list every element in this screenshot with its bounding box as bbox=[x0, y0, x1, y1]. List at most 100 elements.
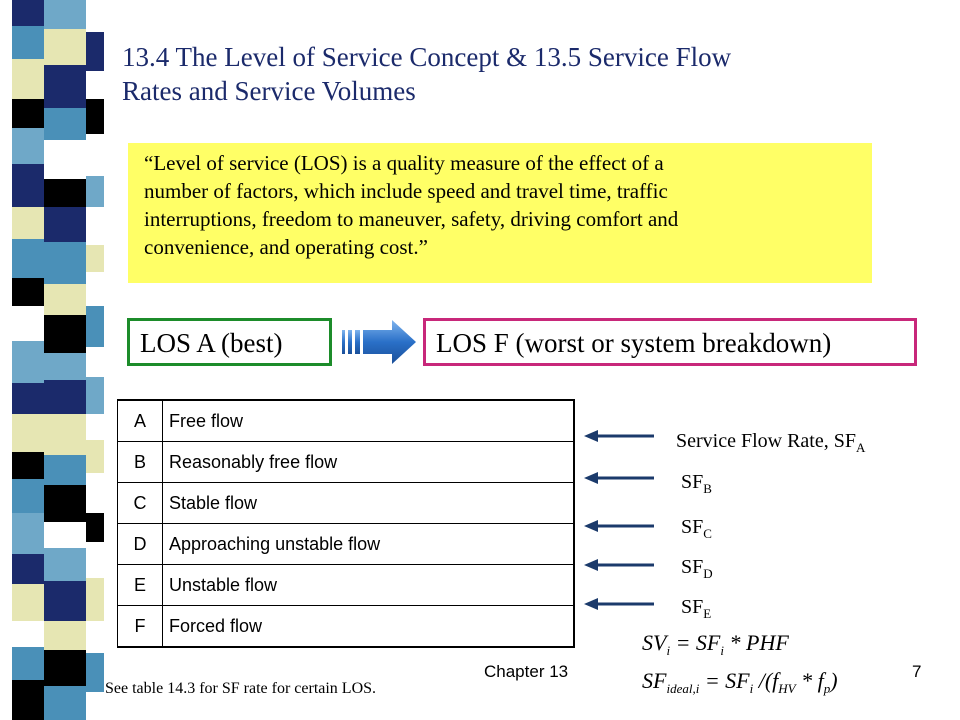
table-row: A Free flow bbox=[117, 399, 575, 442]
sf-c-label: SFC bbox=[681, 516, 712, 541]
stripe-tile bbox=[44, 0, 86, 29]
los-best-box: LOS A (best) bbox=[127, 318, 332, 366]
footer-note: See table 14.3 for SF rate for certain L… bbox=[105, 680, 377, 697]
chapter-label: Chapter 13 bbox=[484, 662, 569, 681]
stripe-tile bbox=[12, 0, 44, 26]
stripe-tile bbox=[86, 578, 104, 621]
stripe-tile bbox=[12, 26, 44, 59]
stripe-tile bbox=[12, 680, 44, 720]
stripe-tile bbox=[12, 513, 44, 554]
stripe-tile bbox=[86, 32, 104, 71]
stripe-tile bbox=[86, 176, 104, 207]
service-volume-formula: SVi = SFi * PHF bbox=[642, 630, 789, 658]
stripe-tile bbox=[44, 207, 86, 242]
decorative-stripe bbox=[0, 0, 110, 720]
stripe-tile bbox=[86, 440, 104, 473]
stripe-tile bbox=[44, 621, 86, 650]
title-line-1: 13.4 The Level of Service Concept & 13.5… bbox=[122, 42, 732, 72]
stripe-tile bbox=[12, 414, 44, 452]
los-level: D bbox=[117, 523, 163, 565]
stripe-tile bbox=[44, 242, 86, 284]
stripe-tile bbox=[44, 485, 86, 522]
stripe-tile bbox=[12, 99, 44, 128]
stripe-tile bbox=[86, 272, 104, 306]
stripe-tile bbox=[86, 377, 104, 414]
stripe-tile bbox=[44, 380, 86, 414]
sf-d-label: SFD bbox=[681, 556, 713, 581]
stripe-tile bbox=[12, 554, 44, 584]
stripe-tile bbox=[86, 71, 104, 99]
arrow-left-icon bbox=[584, 472, 654, 484]
stripe-tile bbox=[44, 455, 86, 485]
stripe-tile bbox=[12, 341, 44, 383]
stripe-tile bbox=[44, 108, 86, 140]
stripe-tile bbox=[12, 479, 44, 513]
stripe-tile bbox=[12, 239, 44, 278]
stripe-tile bbox=[44, 140, 86, 179]
arrow-left-icon bbox=[584, 430, 654, 442]
stripe-tile bbox=[44, 65, 86, 108]
stripe-tile bbox=[44, 29, 86, 65]
stripe-tile bbox=[44, 522, 86, 548]
stripe-tile bbox=[44, 353, 86, 380]
stripe-tile bbox=[12, 621, 44, 647]
los-level: E bbox=[117, 564, 163, 606]
progression-arrow-icon bbox=[342, 320, 416, 364]
stripe-tile bbox=[12, 128, 44, 164]
stripe-tile bbox=[44, 686, 86, 720]
stripe-tile bbox=[12, 452, 44, 479]
stripe-tile bbox=[86, 653, 104, 692]
stripe-tile bbox=[86, 542, 104, 578]
los-description: Free flow bbox=[162, 399, 575, 442]
stripe-tile bbox=[12, 207, 44, 239]
stripe-tile bbox=[12, 647, 44, 680]
stripe-tile bbox=[12, 59, 44, 99]
quote-line: convenience, and operating cost.” bbox=[144, 235, 428, 259]
los-level: B bbox=[117, 441, 163, 483]
los-level: F bbox=[117, 605, 163, 648]
los-level: C bbox=[117, 482, 163, 524]
los-table: A Free flow B Reasonably free flow C Sta… bbox=[117, 399, 575, 648]
arrow-left-icon bbox=[584, 559, 654, 571]
stripe-tile bbox=[44, 581, 86, 621]
stripe-tile bbox=[86, 0, 104, 32]
los-level: A bbox=[117, 399, 163, 442]
table-row: E Unstable flow bbox=[117, 564, 575, 606]
los-description: Stable flow bbox=[162, 482, 575, 524]
quote-line: “Level of service (LOS) is a quality mea… bbox=[144, 151, 664, 175]
stripe-tile bbox=[86, 621, 104, 653]
los-description: Approaching unstable flow bbox=[162, 523, 575, 565]
stripe-tile bbox=[86, 473, 104, 513]
los-worst-box: LOS F (worst or system breakdown) bbox=[423, 318, 917, 366]
stripe-tile bbox=[86, 99, 104, 134]
stripe-tile bbox=[86, 134, 104, 176]
slide-title: 13.4 The Level of Service Concept & 13.5… bbox=[122, 40, 912, 108]
table-row: D Approaching unstable flow bbox=[117, 523, 575, 565]
table-row: F Forced flow bbox=[117, 605, 575, 648]
los-description: Reasonably free flow bbox=[162, 441, 575, 483]
ideal-service-flow-formula: SFideal,i = SFi /(fHV * fp) bbox=[642, 668, 838, 696]
los-description: Forced flow bbox=[162, 605, 575, 648]
title-line-2: Rates and Service Volumes bbox=[122, 76, 416, 106]
stripe-tile bbox=[44, 315, 86, 353]
los-description: Unstable flow bbox=[162, 564, 575, 606]
stripe-tile bbox=[44, 284, 86, 315]
stripe-tile bbox=[44, 414, 86, 455]
stripe-tile bbox=[12, 383, 44, 414]
table-row: B Reasonably free flow bbox=[117, 441, 575, 483]
stripe-tile bbox=[86, 513, 104, 542]
stripe-tile bbox=[86, 347, 104, 377]
sf-e-label: SFE bbox=[681, 596, 712, 621]
quote-line: number of factors, which include speed a… bbox=[144, 179, 668, 203]
page-number: 7 bbox=[912, 662, 922, 681]
stripe-tile bbox=[86, 245, 104, 272]
stripe-tile bbox=[86, 207, 104, 245]
sf-b-label: SFB bbox=[681, 471, 712, 496]
quote-line: interruptions, freedom to maneuver, safe… bbox=[144, 207, 679, 231]
stripe-tile bbox=[44, 650, 86, 686]
stripe-tile bbox=[12, 306, 44, 341]
stripe-tile bbox=[12, 278, 44, 306]
stripe-tile bbox=[86, 414, 104, 440]
arrow-left-icon bbox=[584, 598, 654, 610]
service-flow-rate-label: Service Flow Rate, SFA bbox=[676, 430, 866, 455]
